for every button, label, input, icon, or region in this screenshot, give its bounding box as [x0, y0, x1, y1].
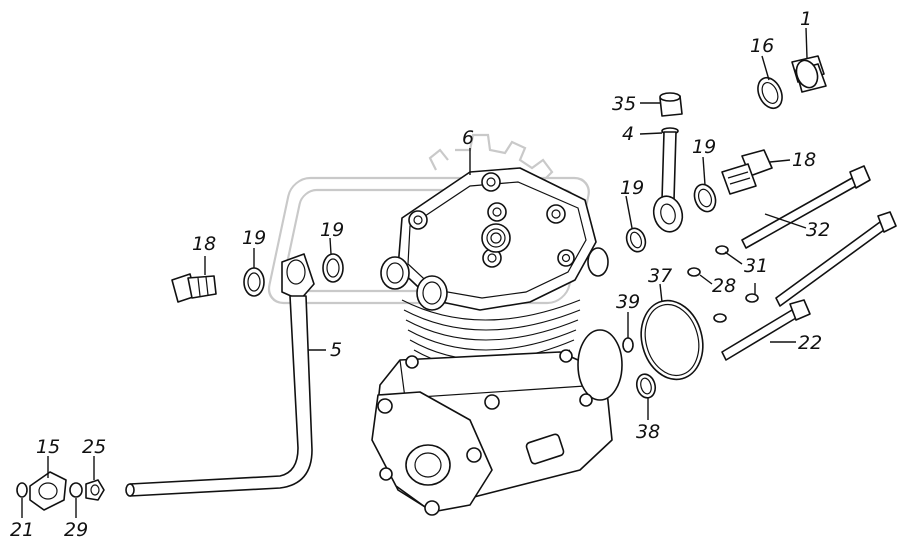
callout-29: 29 — [64, 519, 88, 541]
part-37-o-ring — [640, 299, 704, 381]
callout-4: 4 — [622, 123, 634, 145]
callout-19: 19 — [692, 136, 716, 158]
callout-21: 21 — [10, 519, 34, 541]
callout-35: 35 — [612, 93, 636, 115]
callout-28: 28 — [712, 275, 736, 297]
part-18-banjo-bolt — [721, 149, 773, 195]
leader-lines — [21, 27, 808, 518]
callout-18: 18 — [192, 233, 216, 255]
callout-32: 32 — [806, 219, 830, 241]
compressor-assembly — [371, 167, 623, 516]
callout-1: 1 — [800, 8, 812, 30]
callout-31: 31 — [744, 255, 768, 277]
callout-19: 19 — [620, 177, 644, 199]
callout-19: 19 — [320, 219, 344, 241]
part-16-seal-ring — [757, 76, 783, 110]
callout-22: 22 — [798, 332, 822, 354]
callout-39: 39 — [616, 291, 640, 313]
part-15-flange-gasket — [29, 471, 67, 511]
cooling-fins — [401, 299, 581, 370]
part-18-banjo-bolt-left — [171, 273, 217, 303]
part-22-bolt — [721, 299, 811, 361]
part-32-long-bolts — [741, 165, 897, 307]
part-31-28-washers — [687, 245, 759, 323]
part-19-washer-left — [322, 253, 344, 283]
part-39-ring — [622, 337, 634, 353]
part-21-washer — [16, 482, 28, 498]
part-38-ring — [635, 373, 657, 399]
part-25-nut — [85, 479, 105, 501]
callout-5: 5 — [330, 339, 342, 361]
part-35-cap — [659, 92, 683, 117]
callout-18: 18 — [792, 149, 816, 171]
callout-38: 38 — [636, 421, 660, 443]
callout-16: 16 — [750, 35, 774, 57]
callout-37: 37 — [648, 265, 672, 287]
part-5-tube — [125, 253, 315, 497]
part-19-washer — [625, 227, 647, 253]
callout-25: 25 — [82, 436, 106, 458]
part-29-washer — [69, 482, 83, 498]
callout-labels: 1 16 35 4 6 19 18 19 32 31 28 22 37 39 3… — [10, 8, 830, 541]
callout-6: 6 — [462, 127, 474, 149]
callout-19: 19 — [242, 227, 266, 249]
part-19-washer — [693, 183, 717, 213]
part-1-fitting — [791, 55, 827, 93]
callout-15: 15 — [36, 436, 60, 458]
part-4-banjo-tube — [652, 127, 684, 233]
part-19-washer-left — [243, 267, 265, 297]
